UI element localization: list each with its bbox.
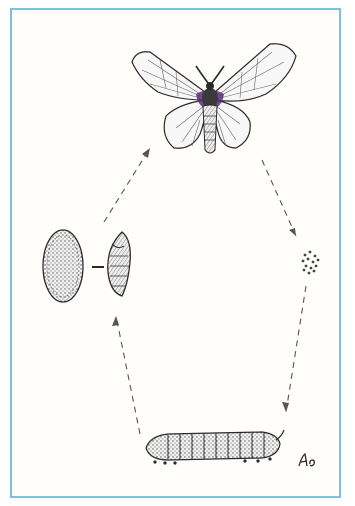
arrowhead-moth: [142, 148, 150, 158]
arrow-larva-to-pupa: [116, 316, 140, 434]
pupa-icon: [108, 232, 131, 296]
arrowhead-pupa: [112, 316, 119, 326]
arrowhead-larva: [282, 402, 289, 412]
eggs-icon: [302, 251, 320, 275]
adult-moth-icon: [132, 44, 296, 153]
arrow-eggs-to-larva: [286, 286, 306, 412]
arrow-pupa-to-moth: [104, 148, 150, 222]
cocoon-icon: [43, 230, 83, 302]
larva-icon: [146, 430, 284, 465]
arrowhead-eggs: [289, 228, 296, 236]
artist-signature: [296, 452, 318, 470]
arrow-moth-to-eggs: [262, 160, 296, 236]
